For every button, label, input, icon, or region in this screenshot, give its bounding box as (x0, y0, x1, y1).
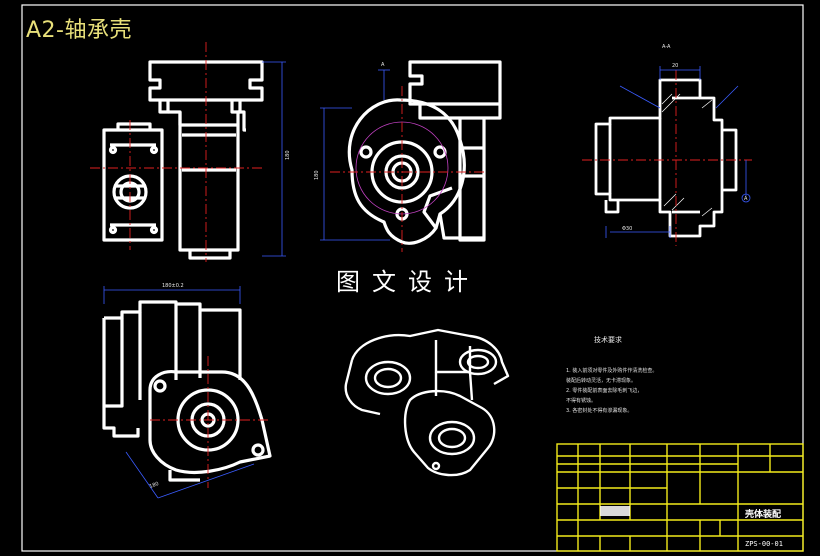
section-label: A-A (662, 44, 671, 50)
plan-view-centerlines (150, 356, 270, 488)
notes-line-3: 2. 零件装配前表面去除毛刺飞边， (566, 387, 642, 394)
side-view (347, 60, 502, 245)
section-marker-circle (741, 193, 751, 203)
side-height-dim: 180 (314, 170, 320, 180)
drawing-title: A2-轴承壳 (26, 18, 132, 43)
section-dim-top: 20 (672, 63, 678, 69)
drawing-code: ZPS-00-01 (745, 540, 783, 548)
notes-line-4: 不得有锈蚀。 (566, 397, 596, 404)
section-dimension (605, 66, 747, 238)
notes-line-1: 1. 装入前须对零件及外购件作清洗检查。 (566, 367, 657, 374)
plan-width-dim: 180±0.2 (162, 283, 184, 289)
notes-line-2: 装配后转动灵活，无卡滞现象。 (566, 377, 636, 384)
isometric-view (344, 328, 510, 477)
section-centerlines (582, 70, 752, 246)
section-dim-bottom: Φ30 (622, 226, 632, 232)
title-block (556, 443, 804, 552)
notes-line-5: 3. 各密封处不得有渗漏现象。 (566, 407, 632, 414)
section-hatch (661, 93, 713, 217)
plan-diagonal-dim: 180 (149, 481, 160, 490)
drawing-name: 壳体装配 (744, 508, 781, 520)
section-view (594, 78, 738, 238)
title-block-fill (600, 506, 630, 516)
drawing-border (21, 4, 804, 552)
side-view-dimension (320, 69, 390, 241)
section-marker-top: A (381, 62, 385, 68)
side-view-centerlines (330, 86, 486, 252)
plan-view-dimension (103, 286, 255, 499)
section-marker-right: A (744, 196, 748, 202)
plan-view (102, 300, 272, 482)
front-view-centerlines (90, 42, 262, 262)
front-height-dim: 180 (285, 150, 291, 160)
front-view (102, 60, 264, 260)
notes-heading: 技术要求 (594, 335, 622, 344)
watermark: 图文设计 (336, 268, 480, 296)
notes-lines: 1. 装入前须对零件及外购件作清洗检查。 装配后转动灵活，无卡滞现象。 2. 零… (566, 367, 657, 414)
front-view-dimension (262, 61, 286, 257)
